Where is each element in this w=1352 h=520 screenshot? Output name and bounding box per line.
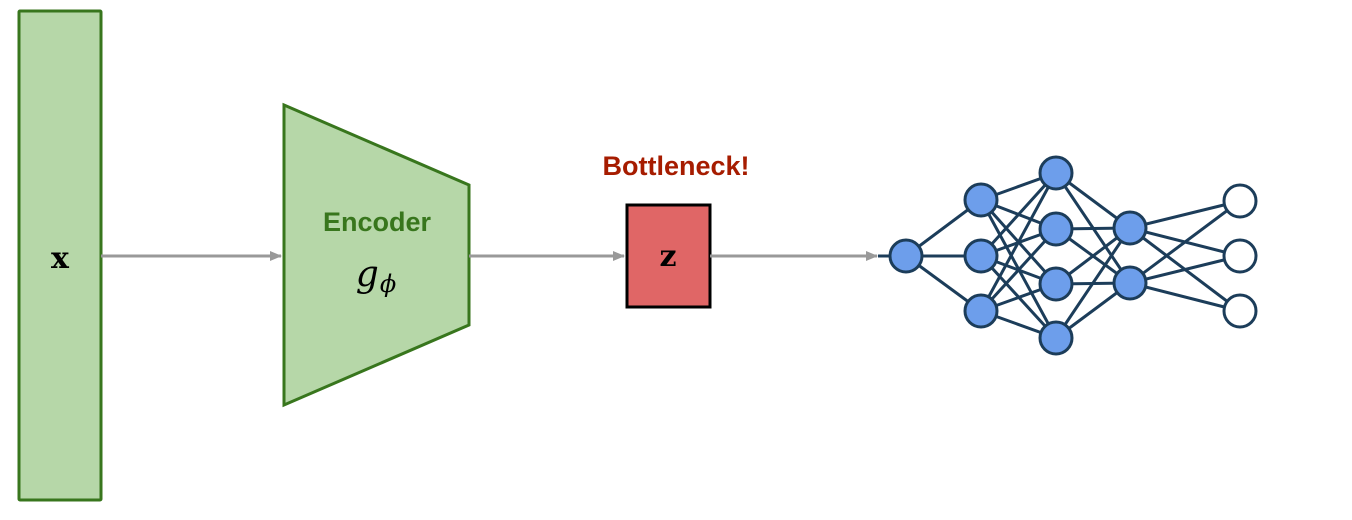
network-output-node — [1222, 238, 1258, 274]
network-node — [888, 238, 924, 274]
network-nodes — [888, 155, 1258, 356]
network-edge — [1129, 281, 1241, 313]
network-edge — [1054, 227, 1132, 339]
network-node — [1038, 211, 1074, 247]
network-edge — [1129, 199, 1241, 230]
encoder-title: Encoder — [323, 207, 432, 237]
network-output-node — [1222, 183, 1258, 219]
network-node — [1112, 265, 1148, 301]
encoder-block — [282, 102, 471, 408]
network-output-node — [1222, 293, 1258, 329]
network-edge — [1129, 199, 1241, 285]
network-edge — [1129, 254, 1241, 285]
network-edge — [979, 227, 1058, 313]
encoder-symbol-g: g — [356, 254, 379, 295]
network-node — [963, 182, 999, 218]
network-node — [1038, 320, 1074, 356]
input-label: x — [51, 241, 70, 276]
bottleneck-label: Bottleneck! — [602, 151, 749, 181]
encoder-symbol-subscript: ϕ — [380, 270, 396, 298]
neural-network — [878, 155, 1258, 356]
network-node — [1038, 155, 1074, 191]
network-node — [963, 293, 999, 329]
network-node — [1112, 210, 1148, 246]
latent-z-label: z — [659, 239, 676, 274]
network-node — [1038, 266, 1074, 302]
latent-z-block — [625, 203, 712, 309]
network-node — [963, 238, 999, 274]
network-edge — [979, 172, 1058, 312]
network-edges — [878, 171, 1241, 340]
encoder-function-symbol: gϕ — [356, 254, 396, 298]
network-edge — [979, 171, 1058, 258]
